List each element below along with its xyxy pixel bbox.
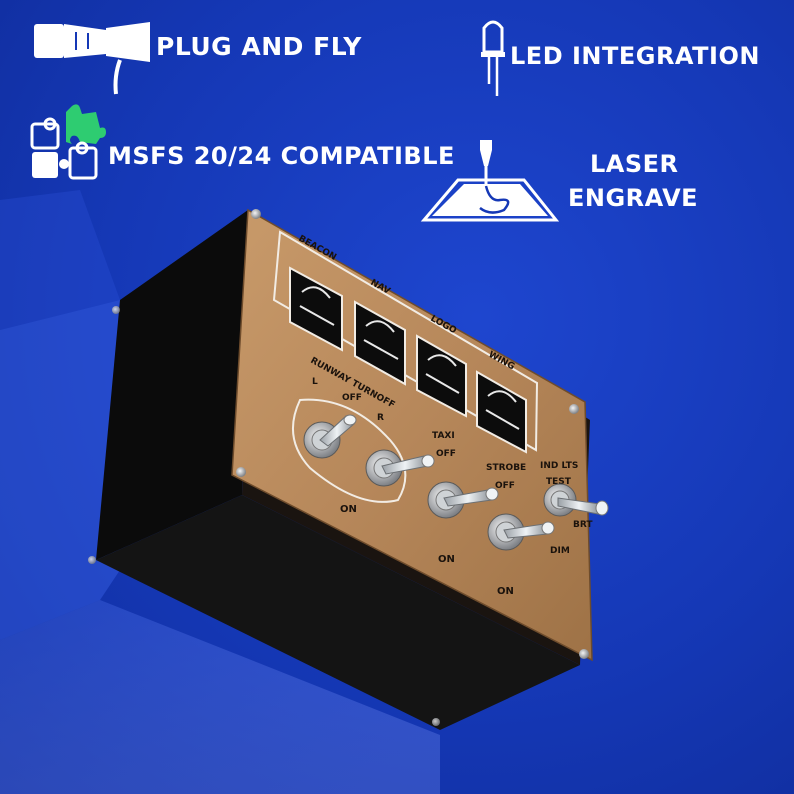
toggle-runway-left[interactable] xyxy=(303,414,357,459)
label-taxi-on: ON xyxy=(438,554,455,565)
plug-and-fly-label: PLUG AND FLY xyxy=(156,32,362,61)
msfs-compatible-label: MSFS 20/24 COMPATIBLE xyxy=(108,142,455,170)
label-ind-brt: BRT xyxy=(573,520,593,530)
puzzle-icon xyxy=(26,98,106,184)
led-icon xyxy=(476,14,510,98)
label-taxi-off: OFF xyxy=(436,449,456,459)
annunciator-wing[interactable] xyxy=(476,370,527,454)
toggle-ind-lts[interactable] xyxy=(543,483,609,517)
annunciator-nav[interactable] xyxy=(354,300,406,386)
label-ind-lts: IND LTS xyxy=(540,461,578,471)
annunciator-beacon[interactable] xyxy=(289,266,343,352)
label-runway-on: ON xyxy=(340,504,357,515)
label-ind-test: TEST xyxy=(546,477,572,487)
laser-engrave-label-line1: LASER xyxy=(590,150,679,178)
toggle-taxi[interactable] xyxy=(427,481,499,519)
toggle-strobe[interactable] xyxy=(487,513,555,551)
plug-icon xyxy=(30,18,150,98)
label-runway-l: L xyxy=(312,377,318,387)
led-integration-label: LED INTEGRATION xyxy=(510,42,760,70)
label-runway-r: R xyxy=(377,413,384,423)
laser-engrave-icon xyxy=(420,136,560,226)
label-strobe-on: ON xyxy=(497,586,514,597)
label-taxi: TAXI xyxy=(432,431,455,441)
label-ind-dim: DIM xyxy=(550,546,570,556)
laser-engrave-label-line2: ENGRAVE xyxy=(568,184,699,212)
label-strobe-off: OFF xyxy=(495,481,515,491)
label-strobe: STROBE xyxy=(486,463,526,473)
label-runway-off: OFF xyxy=(342,393,362,403)
annunciator-logo[interactable] xyxy=(416,334,467,418)
light-beam xyxy=(0,190,440,794)
toggle-runway-right[interactable] xyxy=(365,449,435,487)
